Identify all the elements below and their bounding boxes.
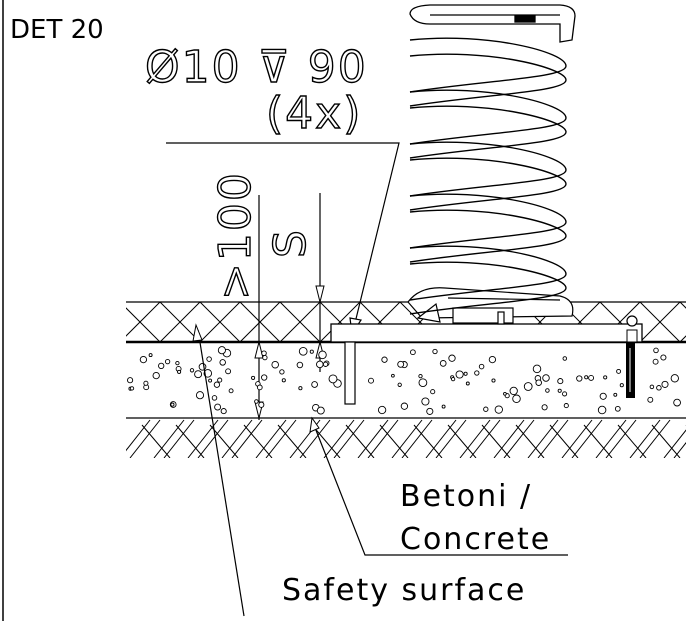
spring-coil bbox=[409, 37, 567, 315]
surface-leader-arrow bbox=[192, 323, 203, 342]
surface-leader bbox=[197, 329, 245, 617]
hole-callout: Ø10 ⊽ 90 bbox=[145, 42, 368, 93]
hole-count: (4x) bbox=[266, 88, 362, 139]
spring-top-seat bbox=[409, 4, 576, 43]
concrete-leader bbox=[311, 419, 568, 556]
dim-arrow-s-top bbox=[315, 285, 325, 303]
concrete-label-en: Concrete bbox=[400, 522, 551, 557]
spring-base-clamp bbox=[407, 287, 574, 325]
callout-leader bbox=[166, 142, 400, 328]
dim-min-thickness: >100 bbox=[210, 171, 261, 300]
concrete-layer bbox=[126, 346, 686, 419]
base-plate bbox=[330, 315, 643, 405]
concrete-label-fi: Betoni / bbox=[400, 479, 532, 514]
dim-surface-thickness: S bbox=[265, 228, 316, 258]
concrete-leader-arrow bbox=[309, 416, 320, 433]
ground-hatch bbox=[126, 419, 686, 458]
detail-label: DET 20 bbox=[10, 15, 104, 45]
safety-surface-label: Safety surface bbox=[282, 573, 526, 608]
dim-arrow-min-bottom bbox=[254, 341, 264, 359]
